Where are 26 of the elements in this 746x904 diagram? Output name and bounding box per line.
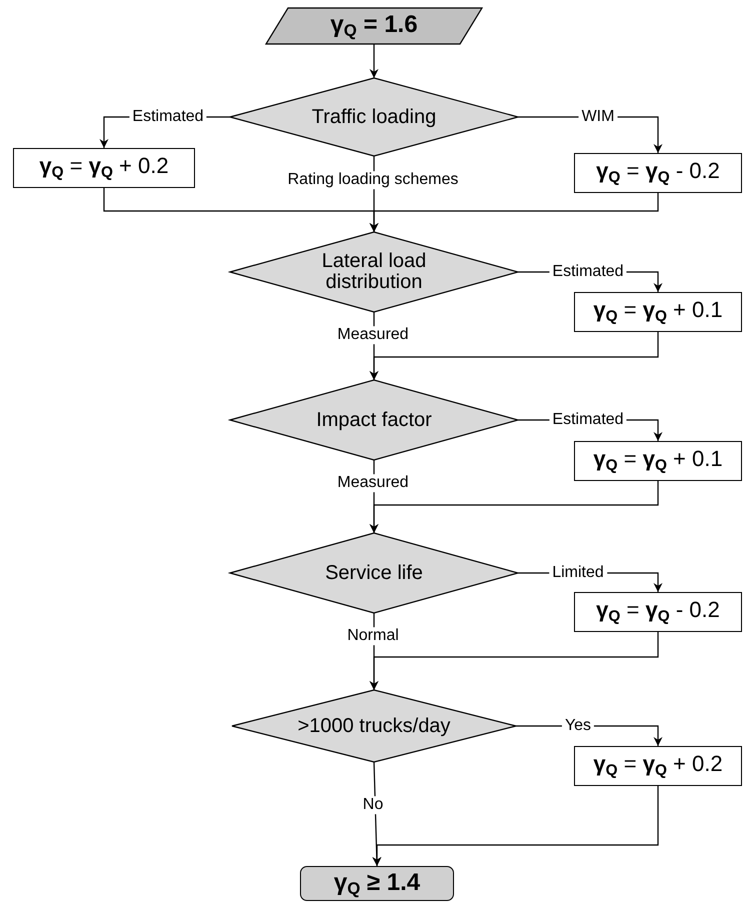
formula-text: γ$_{Q}$ = γ$_{Q}$ + 0.2: [39, 154, 169, 182]
formula-text: γ$_{Q}$ = γ$_{Q}$ - 0.2: [596, 159, 720, 186]
arrow: [372, 786, 659, 866]
arrow: [370, 632, 659, 690]
arrow: [370, 193, 659, 232]
process-box: [574, 592, 742, 632]
formula-text: γ$_{Q}$ = γ$_{Q}$ + 0.2: [593, 752, 723, 780]
decision-text: Lateral load distribution: [320, 251, 428, 293]
arrow: [370, 332, 659, 380]
formula-text: γ$_{Q}$ ≥ 1.4: [334, 870, 420, 898]
formula-text: γ$_{Q}$ = γ$_{Q}$ + 0.1: [593, 447, 723, 474]
formula-text: γ$_{Q}$ = γ$_{Q}$ + 0.1: [593, 298, 723, 326]
process-box: [574, 153, 742, 193]
process-box: [13, 148, 195, 188]
terminal-box: [300, 866, 454, 901]
decision-text: Impact factor: [315, 410, 433, 430]
formula-text: γ$_{Q}$ = 1.6: [330, 12, 418, 40]
decision-text: >1000 trucks/day: [296, 716, 452, 736]
process-box: [574, 292, 742, 332]
arrow: [370, 44, 378, 78]
formula-text: γ$_{Q}$ = γ$_{Q}$ - 0.2: [596, 598, 720, 626]
decision-text: Service life: [324, 562, 424, 584]
decision-text: Traffic loading: [310, 106, 438, 128]
process-box: [574, 746, 742, 786]
arrow: [370, 481, 659, 533]
process-box: [574, 441, 742, 481]
